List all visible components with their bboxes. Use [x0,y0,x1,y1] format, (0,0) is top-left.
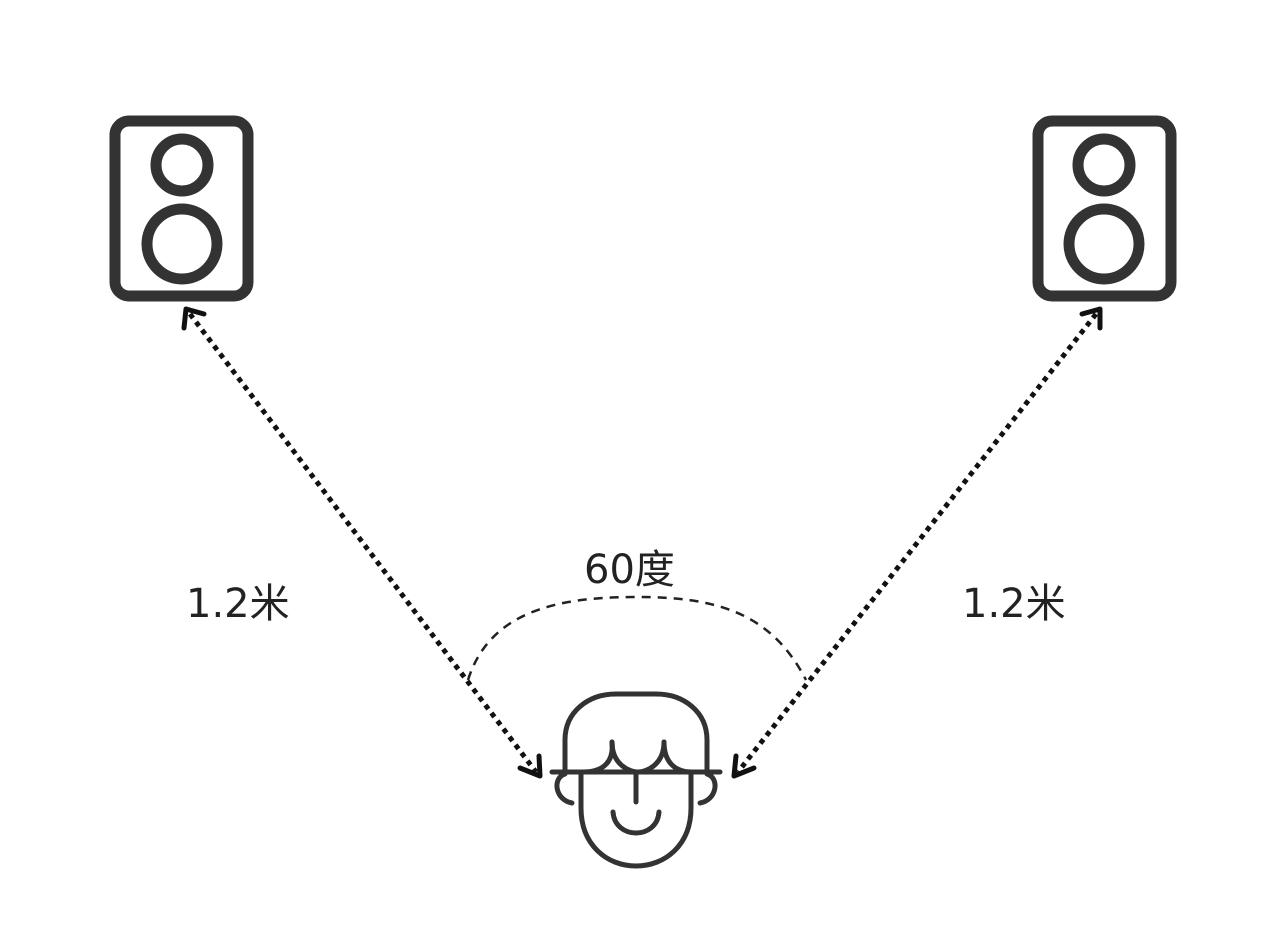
left-speaker-icon [109,115,254,302]
angle-arc [466,595,808,681]
listener-head-icon [549,691,723,869]
angle-label: 60度 [584,547,675,593]
left-distance-label: 1.2米 [186,581,290,627]
right-distance-label: 1.2米 [962,581,1066,627]
right-distance-arrow [731,306,1103,779]
left-distance-arrow [181,306,543,779]
right-speaker-icon [1032,115,1177,302]
